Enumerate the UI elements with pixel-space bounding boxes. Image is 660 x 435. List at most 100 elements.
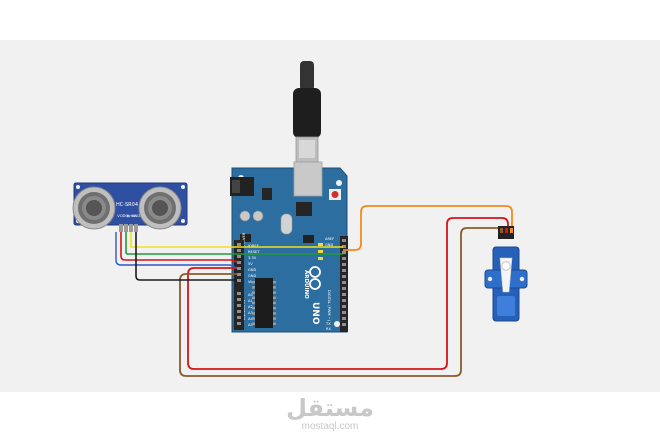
servo-motor[interactable]: [484, 226, 528, 322]
servo-connector-pin: [500, 228, 503, 233]
mount-hole: [334, 321, 340, 327]
header-pin: [237, 243, 241, 246]
ultrasonic-transmitter: [72, 186, 116, 230]
chip-leg: [273, 317, 276, 320]
sensor-pin-label-gnd: GND: [132, 214, 140, 218]
chip-leg: [252, 317, 255, 320]
chip-leg: [252, 281, 255, 284]
pin-label-5v: 5V: [248, 262, 253, 266]
sensor-pin-label-echo: Echo: [127, 214, 136, 218]
header-pin: [342, 239, 346, 242]
pin-label-ioref: IOREF: [248, 244, 259, 248]
led-indicator: [318, 243, 323, 246]
led-indicator: [318, 250, 323, 253]
usb-b-connector[interactable]: [293, 161, 323, 197]
chip-leg: [252, 322, 255, 325]
servo-connector-pin: [505, 228, 508, 233]
header-pin: [342, 299, 346, 302]
led-indicator: [318, 257, 323, 260]
header-pin: [342, 311, 346, 314]
chip-leg: [252, 301, 255, 305]
usb-cable[interactable]: [293, 61, 321, 163]
pin-label-a2: A2: [248, 305, 253, 309]
servo-connector-pin: [510, 228, 513, 233]
mount-hole: [181, 185, 185, 189]
mount-hole: [519, 276, 525, 282]
header-pin: [237, 292, 241, 295]
servo-shaft: [501, 261, 511, 271]
arduino-brand-text: ARDUINO: [303, 270, 309, 299]
header-pin: [237, 273, 241, 276]
wire-sensor-echo[interactable]: [130, 232, 343, 248]
mount-hole: [487, 276, 493, 282]
ultrasonic-receiver: [138, 186, 182, 230]
wire-sensor-blue[interactable]: [115, 232, 238, 269]
sensor-pin-label-vcc: VCC: [117, 214, 125, 218]
chip-leg: [252, 286, 255, 289]
chip-leg: [273, 281, 276, 284]
arduino-uno-board[interactable]: ARDUINO UNO AREF GND DIGITAL (PWM ~) TX …: [230, 161, 348, 333]
header-pin: [342, 269, 346, 272]
pin-label-vin: Vin: [248, 280, 254, 284]
chip-leg: [252, 312, 255, 315]
header-pin: [237, 322, 241, 325]
header-pin: [237, 298, 241, 301]
chip-leg: [273, 312, 276, 315]
wire-servo-signal[interactable]: [343, 205, 513, 251]
header-pin: [342, 317, 346, 320]
power-label: POWER: [242, 232, 246, 246]
usb-plug-body: [293, 88, 321, 138]
header-pin: [237, 261, 241, 264]
dc-jack-inner: [232, 180, 240, 193]
header-pin: [237, 310, 241, 313]
arduino-logo: [309, 266, 321, 290]
wire-sensor-gnd[interactable]: [135, 232, 237, 281]
header-pin: [342, 305, 346, 308]
regulator-chip: [262, 188, 272, 200]
pin-label-a5: A5: [248, 323, 253, 327]
ultrasonic-sensor[interactable]: HC-SR04 VCC Trig Echo GND: [72, 182, 188, 232]
wire-sensor-vcc[interactable]: [120, 232, 238, 263]
header-pin: [342, 281, 346, 284]
mount-hole: [76, 185, 80, 189]
header-pin: [342, 245, 346, 248]
left-header-pins[interactable]: [237, 243, 241, 325]
crystal-oscillator: [280, 213, 293, 235]
sensor-pin-label-trig: Trig: [122, 214, 129, 218]
chip-leg: [273, 286, 276, 289]
circuit-diagram: ARDUINO UNO AREF GND DIGITAL (PWM ~) TX …: [72, 61, 528, 377]
chip-leg: [273, 301, 276, 305]
sensor-pin-header[interactable]: [119, 224, 138, 232]
header-pin: [237, 316, 241, 319]
pin-label-a1: A1: [248, 299, 253, 303]
chip-leg: [252, 307, 255, 310]
header-pin: [237, 255, 241, 258]
tx-label: TX: [325, 322, 331, 326]
watermark-latin: mostaql.com: [301, 421, 359, 432]
right-header-pins[interactable]: [342, 239, 346, 326]
header-pin: [342, 323, 346, 326]
header-pin: [237, 267, 241, 270]
header-pin: [237, 249, 241, 252]
mount-hole: [336, 180, 342, 186]
circuit-canvas[interactable]: ARDUINO UNO AREF GND DIGITAL (PWM ~) TX …: [0, 40, 660, 392]
header-pin: [342, 251, 346, 254]
pin-label-3v3: 3.3V: [248, 256, 257, 260]
header-pin: [342, 287, 346, 290]
watermark-arabic: مستقل: [286, 394, 374, 422]
rx-label: RX: [326, 327, 331, 331]
header-pin: [237, 304, 241, 307]
servo-label-panel: [497, 296, 515, 316]
header-pin: [342, 263, 346, 266]
wire-servo-power[interactable]: [187, 217, 509, 370]
digital-label: DIGITAL (PWM ~): [327, 290, 331, 322]
wire-sensor-trig[interactable]: [125, 232, 343, 255]
icsp-header: [240, 234, 314, 243]
aref-label: AREF: [325, 237, 334, 241]
mount-hole: [181, 219, 185, 223]
capacitor: [239, 210, 251, 222]
reset-button[interactable]: [331, 191, 339, 198]
pin-label-gnd: GND: [248, 268, 256, 272]
header-pin: [342, 257, 346, 260]
usb-plug-metal-inner: [299, 140, 315, 158]
